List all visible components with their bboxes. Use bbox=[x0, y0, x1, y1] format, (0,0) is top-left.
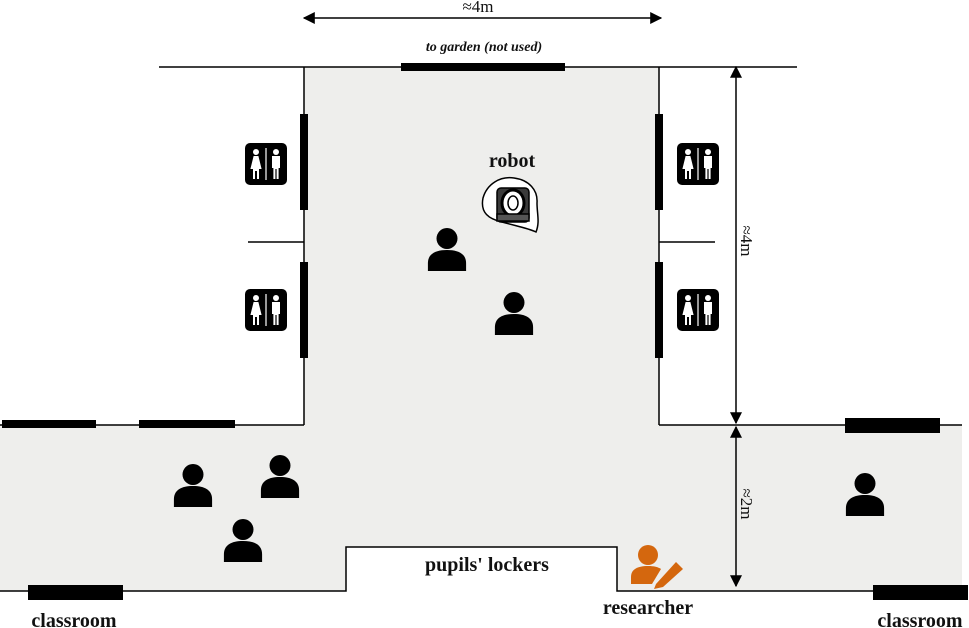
restroom-door-bl bbox=[300, 262, 308, 358]
doors bbox=[2, 63, 968, 600]
robot-label: robot bbox=[489, 150, 536, 172]
researcher-label: researcher bbox=[603, 597, 693, 619]
restroom-icon bbox=[677, 143, 719, 185]
classroom-door-right bbox=[873, 585, 968, 600]
restroom-door-br bbox=[655, 262, 663, 358]
classroom-left-label: classroom bbox=[31, 610, 117, 628]
corridor-door-2 bbox=[139, 420, 235, 428]
robot-vacuum-icon bbox=[481, 176, 539, 234]
foyer-floor bbox=[304, 67, 659, 425]
classroom-right-label: classroom bbox=[877, 610, 963, 628]
lockers-label: pupils' lockers bbox=[425, 554, 549, 576]
garden-door-label: to garden (not used) bbox=[426, 40, 542, 55]
corridor-door-1 bbox=[2, 420, 96, 428]
garden-door bbox=[401, 63, 565, 71]
person-pen-icon bbox=[631, 545, 683, 589]
height-dimension-label: ≈4m bbox=[737, 225, 756, 256]
width-dimension-label: ≈4m bbox=[462, 0, 493, 16]
restroom-door-tl bbox=[300, 114, 308, 210]
restroom-door-tr bbox=[655, 114, 663, 210]
corridor-door-3 bbox=[845, 418, 940, 433]
corridor-dimension-label: ≈2m bbox=[737, 488, 756, 519]
classroom-door-left bbox=[28, 585, 123, 600]
restroom-icon bbox=[245, 143, 287, 185]
restroom-icon bbox=[677, 289, 719, 331]
restroom-icon bbox=[245, 289, 287, 331]
